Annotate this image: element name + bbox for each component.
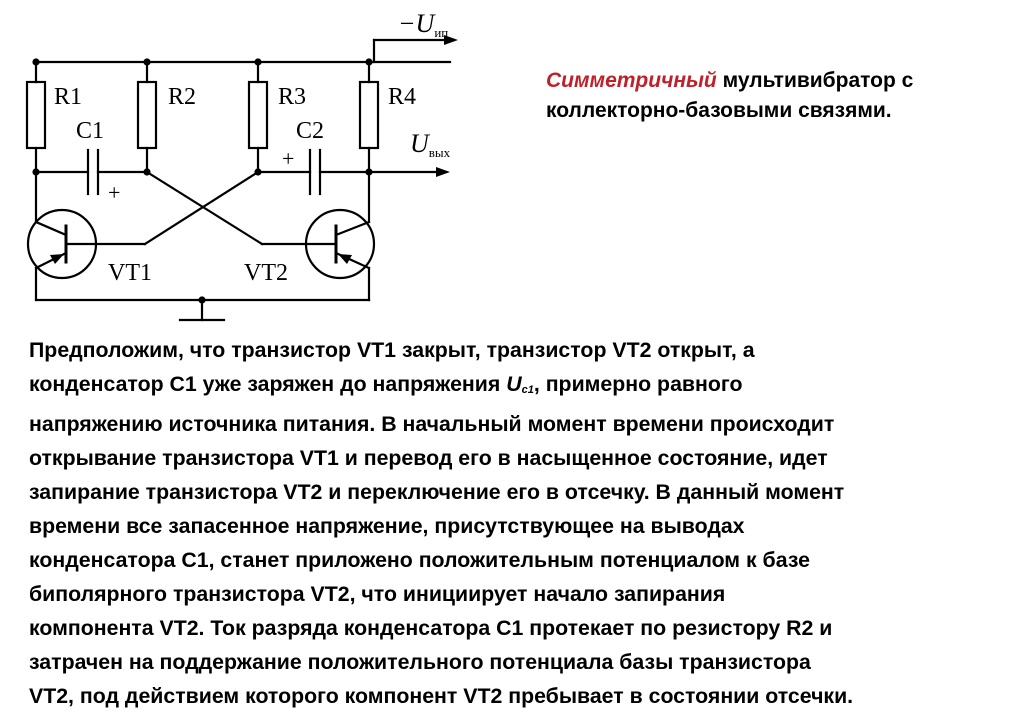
resistor-r2	[136, 80, 158, 150]
paragraph-line: напряжению источника питания. В начальны…	[29, 412, 835, 436]
output-arrowhead	[436, 167, 450, 177]
multivibrator-circuit-diagram: −Uип Uвых R1 R2 R3 R4 C1 C2 VT1 VT2 + +	[25, 9, 458, 322]
vt1-emitter-arrow	[50, 254, 64, 264]
paragraph-line: открывание транзистора VT1 и перевод его…	[29, 446, 828, 470]
label-r4: R4	[388, 84, 416, 110]
slide-heading: Симметричный мультивибратор с коллекторн…	[546, 66, 1006, 126]
resistor-r1	[25, 80, 47, 150]
label-r2: R2	[168, 84, 196, 110]
label-r3: R3	[278, 84, 306, 110]
resistor-r4	[358, 80, 380, 150]
output-label: Uвых	[410, 129, 451, 160]
resistor-r3	[247, 80, 269, 150]
c2-plus-sign: +	[282, 146, 294, 171]
supply-arrowhead	[444, 35, 458, 45]
label-r1: R1	[54, 84, 82, 110]
heading-accent: Симметричный	[546, 69, 717, 92]
voltage-uc1: Uc1	[506, 372, 534, 396]
heading-rest: мультивибратор с коллекторно-базовыми св…	[546, 69, 914, 122]
paragraph-line: конденсатор С1 уже заряжен до напряжения…	[29, 372, 743, 396]
label-vt2: VT2	[244, 260, 288, 286]
paragraph-line: запирание транзистора VT2 и переключение…	[29, 480, 845, 504]
paragraph-line: компонента VT2. Ток разряда конденсатора…	[29, 616, 833, 640]
label-c2: C2	[296, 118, 324, 144]
explanation-paragraph: Предположим, что транзистор VT1 закрыт, …	[29, 333, 1019, 713]
paragraph-line: VT2, под действием которого компонент VT…	[29, 684, 854, 708]
paragraph-line: затрачен на поддержание положительного п…	[29, 650, 811, 674]
supply-label: −Uип	[398, 9, 448, 40]
c1-plus-sign: +	[108, 180, 120, 205]
paragraph-line: конденсатора С1, станет приложено положи…	[29, 548, 810, 572]
paragraph-line: биполярного транзистора VT2, что инициир…	[29, 582, 726, 606]
paragraph-line: Предположим, что транзистор VT1 закрыт, …	[29, 338, 755, 362]
paragraph-line: времени все запасенное напряжение, прису…	[29, 514, 745, 538]
vt2-emitter-arrow	[338, 254, 352, 264]
label-c1: C1	[76, 118, 104, 144]
label-vt1: VT1	[108, 260, 152, 286]
